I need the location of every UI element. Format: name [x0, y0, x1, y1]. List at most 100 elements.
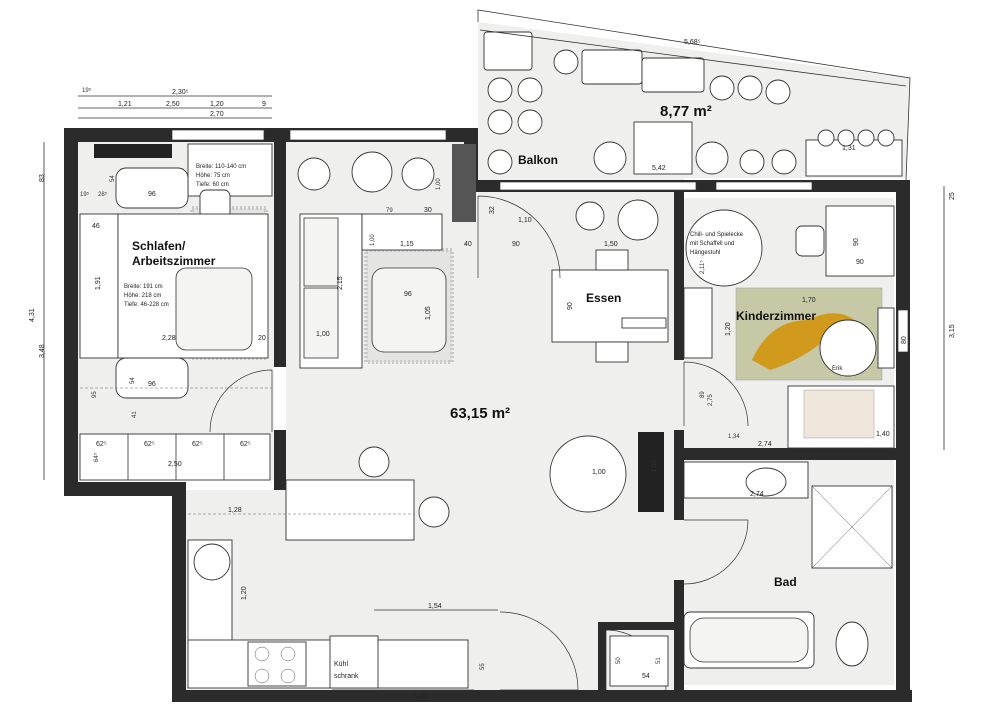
- laptop: [621, 317, 667, 329]
- plant-3: [401, 157, 435, 191]
- dim-96c: 96: [404, 291, 412, 298]
- burner-1: [254, 646, 270, 662]
- wall-kinder-left-low: [674, 430, 684, 520]
- dim-120c: 1,20: [414, 693, 428, 700]
- dim-90b: 90: [567, 302, 574, 310]
- dim-90a: 90: [512, 241, 520, 248]
- room-balkon: Balkon: [518, 153, 558, 167]
- dim-balkon-542: 5,42: [652, 165, 666, 172]
- washbasin: [745, 467, 787, 497]
- dim-46: 46: [92, 223, 100, 230]
- dining-table: [551, 269, 669, 343]
- nightstand: [115, 357, 189, 399]
- dim-100e: 1,00: [652, 460, 658, 472]
- note-desk-tiefe: Tiefe: 60 cm: [196, 182, 229, 188]
- kitchen-island: [285, 479, 415, 541]
- burner-3: [254, 668, 270, 684]
- stool-living-1: [358, 446, 390, 478]
- dimline-balkon: [479, 29, 907, 87]
- sideboard: [361, 213, 443, 251]
- dim-100a: 1,00: [370, 234, 376, 246]
- sink-round: [193, 543, 231, 581]
- wardrobe-bottom: [79, 433, 271, 481]
- bad-furniture: [609, 461, 893, 687]
- armchair: [371, 267, 447, 353]
- dim-top-250: 2,50: [166, 101, 180, 108]
- dim-80: 80: [901, 336, 908, 344]
- dim-top-9: 9: [262, 101, 266, 108]
- bed-inner: [175, 267, 253, 351]
- lounger-1: [483, 31, 533, 71]
- dim-90c: 90: [853, 238, 860, 246]
- wall-bottom-bedroom: [64, 482, 186, 496]
- note-wardrobe-tiefe: Tiefe: 46-228 cm: [124, 302, 169, 308]
- stool-6: [487, 149, 513, 175]
- dim-274b: 2,74: [750, 491, 764, 498]
- dim-250b: 2,50: [168, 461, 182, 468]
- dim-51: 51: [656, 657, 662, 664]
- kinder-chair: [795, 225, 825, 257]
- stove: [247, 641, 307, 687]
- dim-left-348: 3,48: [39, 344, 46, 358]
- dim-274a: 2,74: [758, 441, 772, 448]
- hanging-chair: [819, 319, 877, 377]
- dim-54: 54: [110, 175, 116, 182]
- dim-62d: 62⁵: [240, 441, 251, 448]
- dim-top-19: 19⁵: [82, 87, 92, 94]
- dim-40: 40: [464, 241, 472, 248]
- door-bedroom: [209, 369, 273, 433]
- kinder-photo: [803, 389, 875, 439]
- dim-19b: 19⁵: [80, 191, 90, 198]
- dining-chair-1: [595, 249, 629, 271]
- dim-150: 1,50: [604, 241, 618, 248]
- dim-62a: 62⁵: [96, 441, 107, 448]
- window-bad: [897, 309, 909, 353]
- bench-seat-2: [837, 129, 855, 147]
- window-balkon-door: [499, 181, 697, 191]
- balkon-table: [633, 121, 693, 175]
- dim-215: 2,15: [337, 276, 344, 290]
- stool-2: [487, 77, 513, 103]
- balkon-furniture: [483, 31, 903, 177]
- dim-96a: 96: [148, 191, 156, 198]
- room-schlafen-1: Schlafen/: [132, 239, 186, 253]
- sofa-seat-1: [303, 217, 339, 287]
- dim-balkon-131: 1,31: [842, 145, 856, 152]
- wall-wc-top: [598, 622, 674, 630]
- bedroom-furniture: [79, 143, 273, 481]
- dim-41: 41: [132, 411, 138, 418]
- door-kinder: [683, 361, 749, 427]
- door-balkon: [477, 195, 561, 279]
- dim-30: 30: [424, 207, 432, 214]
- dim-105: 1,05: [425, 306, 432, 320]
- dim-50: 50: [616, 657, 622, 664]
- shower-x2: [811, 485, 893, 569]
- dim-28: 28⁵: [98, 191, 108, 198]
- bench-seat-1: [817, 129, 835, 147]
- kitchen-counter-bottom: [187, 639, 469, 689]
- note-wardrobe-hoehe: Höhe: 218 cm: [124, 293, 161, 299]
- wall-wc-left: [598, 622, 606, 690]
- note-chill-3: Hängestuhl: [690, 250, 720, 256]
- stool-8: [737, 75, 763, 101]
- room-bad: Bad: [774, 575, 797, 589]
- wall-bed-living: [274, 142, 286, 367]
- wall-kinder-bottom: [684, 448, 896, 460]
- dim-left-83: 83: [39, 174, 46, 182]
- note-chill-2: mit Schaffell und: [690, 241, 734, 247]
- dim-96b: 96: [148, 381, 156, 388]
- dim-100d: 1,00: [592, 469, 606, 476]
- radiator-bedroom: [94, 144, 172, 158]
- window-bedroom: [171, 129, 265, 141]
- dim-100b: 1,00: [316, 331, 330, 338]
- room-kinderzimmer: Kinderzimmer: [736, 309, 816, 323]
- lounger-2: [581, 49, 643, 85]
- shoe-rack: [638, 432, 664, 512]
- dim-top-121: 1,21: [118, 101, 132, 108]
- plant-5: [617, 199, 659, 241]
- stool-4: [487, 109, 513, 135]
- windows: [171, 129, 909, 353]
- bathtub-inner: [689, 617, 809, 663]
- dim-100c: 1,00: [436, 178, 442, 190]
- note-erik: Erik: [832, 366, 843, 372]
